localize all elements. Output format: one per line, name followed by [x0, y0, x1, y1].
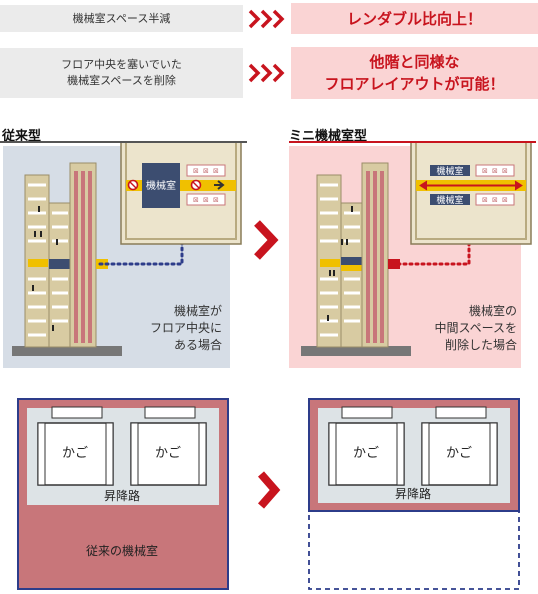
- row1-result: レンダブル比向上！: [291, 3, 538, 34]
- building-tower: [361, 162, 400, 348]
- triple-chevron-icon: [248, 9, 285, 29]
- right-floor-plan-inset: 機械室 機械室 ⊠ ⊠ ⊠ ⊠ ⊠ ⊠: [410, 143, 532, 245]
- row2-label-line2: 機械室スペースを削除: [67, 74, 176, 87]
- plan-right-shaft-label: 昇降路: [395, 486, 431, 501]
- svg-text:⊠: ⊠: [492, 167, 498, 175]
- svg-text:⊠: ⊠: [502, 167, 508, 175]
- building-low-wing: [24, 174, 50, 348]
- chevron-right-icon: [257, 471, 281, 509]
- right-machine-room-label-upper: 機械室: [436, 165, 463, 177]
- svg-text:⊠: ⊠: [203, 167, 209, 175]
- chevron-right-icon: [254, 220, 279, 260]
- right-caption-line2: 中間スペースを: [434, 321, 517, 335]
- svg-text:⊠: ⊠: [213, 196, 219, 204]
- elevator-doors: [475, 164, 515, 206]
- row2-label-line1: フロア中央を塞いでいた: [61, 58, 182, 71]
- right-machine-room-label-lower: 機械室: [436, 194, 463, 206]
- row1-label-text: 機械室スペース半減: [72, 11, 171, 25]
- left-panel-title: 従来型: [2, 129, 42, 144]
- plan-right: [308, 398, 520, 590]
- people-icons: [327, 206, 353, 321]
- svg-text:⊠: ⊠: [213, 167, 219, 175]
- plan-left-car2-label: かご: [155, 445, 181, 461]
- mini-machine-room-diagram: 機械室 機械室 ⊠ ⊠ ⊠ ⊠ ⊠ ⊠: [289, 143, 532, 368]
- conventional-diagram: 機械室 ⊠ ⊠ ⊠ ⊠ ⊠ ⊠: [3, 143, 242, 368]
- ground: [12, 346, 122, 356]
- row2-label: フロア中央を塞いでいた 機械室スペースを削除: [0, 48, 243, 98]
- corridor-bar: [126, 180, 236, 191]
- svg-text:⊠: ⊠: [482, 167, 488, 175]
- removed-space-outline: [308, 510, 520, 590]
- plan-left-shaft-label: 昇降路: [104, 488, 140, 503]
- car-left: [37, 422, 114, 486]
- row2-result-line2: フロアレイアウトが可能！: [324, 75, 505, 93]
- building-low-wing: [316, 174, 342, 348]
- svg-text:⊠: ⊠: [193, 196, 199, 204]
- bottom-plans: かご かご 昇降路 従来の機械室 かご かご 昇降路: [17, 398, 520, 590]
- left-machine-room-label: 機械室: [146, 179, 176, 192]
- plan-left: [17, 398, 229, 590]
- svg-text:⊠: ⊠: [492, 196, 498, 204]
- row2-result: 他階と同様な フロアレイアウトが可能！: [291, 47, 538, 99]
- plan-right-car2-label: かご: [446, 445, 472, 461]
- right-caption-line3: 削除した場合: [444, 338, 517, 352]
- plan-left-car1-label: かご: [62, 445, 88, 461]
- row2-result-line1: 他階と同様な: [369, 53, 460, 71]
- elevator-doors: [186, 164, 226, 206]
- svg-text:⊠: ⊠: [502, 196, 508, 204]
- plan-right-car1-label: かご: [353, 445, 379, 461]
- car-right: [130, 422, 207, 486]
- row1-result-text: レンダブル比向上！: [346, 9, 482, 28]
- people-icons: [32, 206, 58, 331]
- left-floor-plan-inset: 機械室 ⊠ ⊠ ⊠ ⊠ ⊠ ⊠: [120, 143, 242, 245]
- ground: [301, 346, 411, 356]
- plan-left-machine-room-label: 従来の機械室: [86, 543, 158, 558]
- right-caption-line1: 機械室の: [468, 304, 517, 318]
- mini-machine-room-lower: [430, 194, 470, 205]
- left-caption: 機械室が フロア中央に ある場合: [130, 303, 222, 354]
- leader-dotted-line: [390, 219, 471, 266]
- svg-text:⊠: ⊠: [193, 167, 199, 175]
- left-caption-line2: フロア中央に: [149, 321, 222, 335]
- left-caption-line1: 機械室が: [173, 304, 222, 318]
- left-caption-line3: ある場合: [173, 338, 222, 352]
- right-title-rule: [289, 141, 536, 143]
- right-caption: 機械室の 中間スペースを 削除した場合: [405, 303, 517, 354]
- left-title-rule: [0, 141, 247, 143]
- building-mid-block: [340, 202, 364, 348]
- mini-machine-room-upper: [430, 165, 470, 176]
- svg-text:⊠: ⊠: [482, 196, 488, 204]
- svg-text:⊠: ⊠: [203, 196, 209, 204]
- row1-label: 機械室スペース半減: [0, 5, 243, 32]
- right-panel-title: ミニ機械室型: [289, 129, 368, 144]
- building-mid-block: [48, 202, 72, 348]
- triple-chevron-icon: [248, 63, 285, 83]
